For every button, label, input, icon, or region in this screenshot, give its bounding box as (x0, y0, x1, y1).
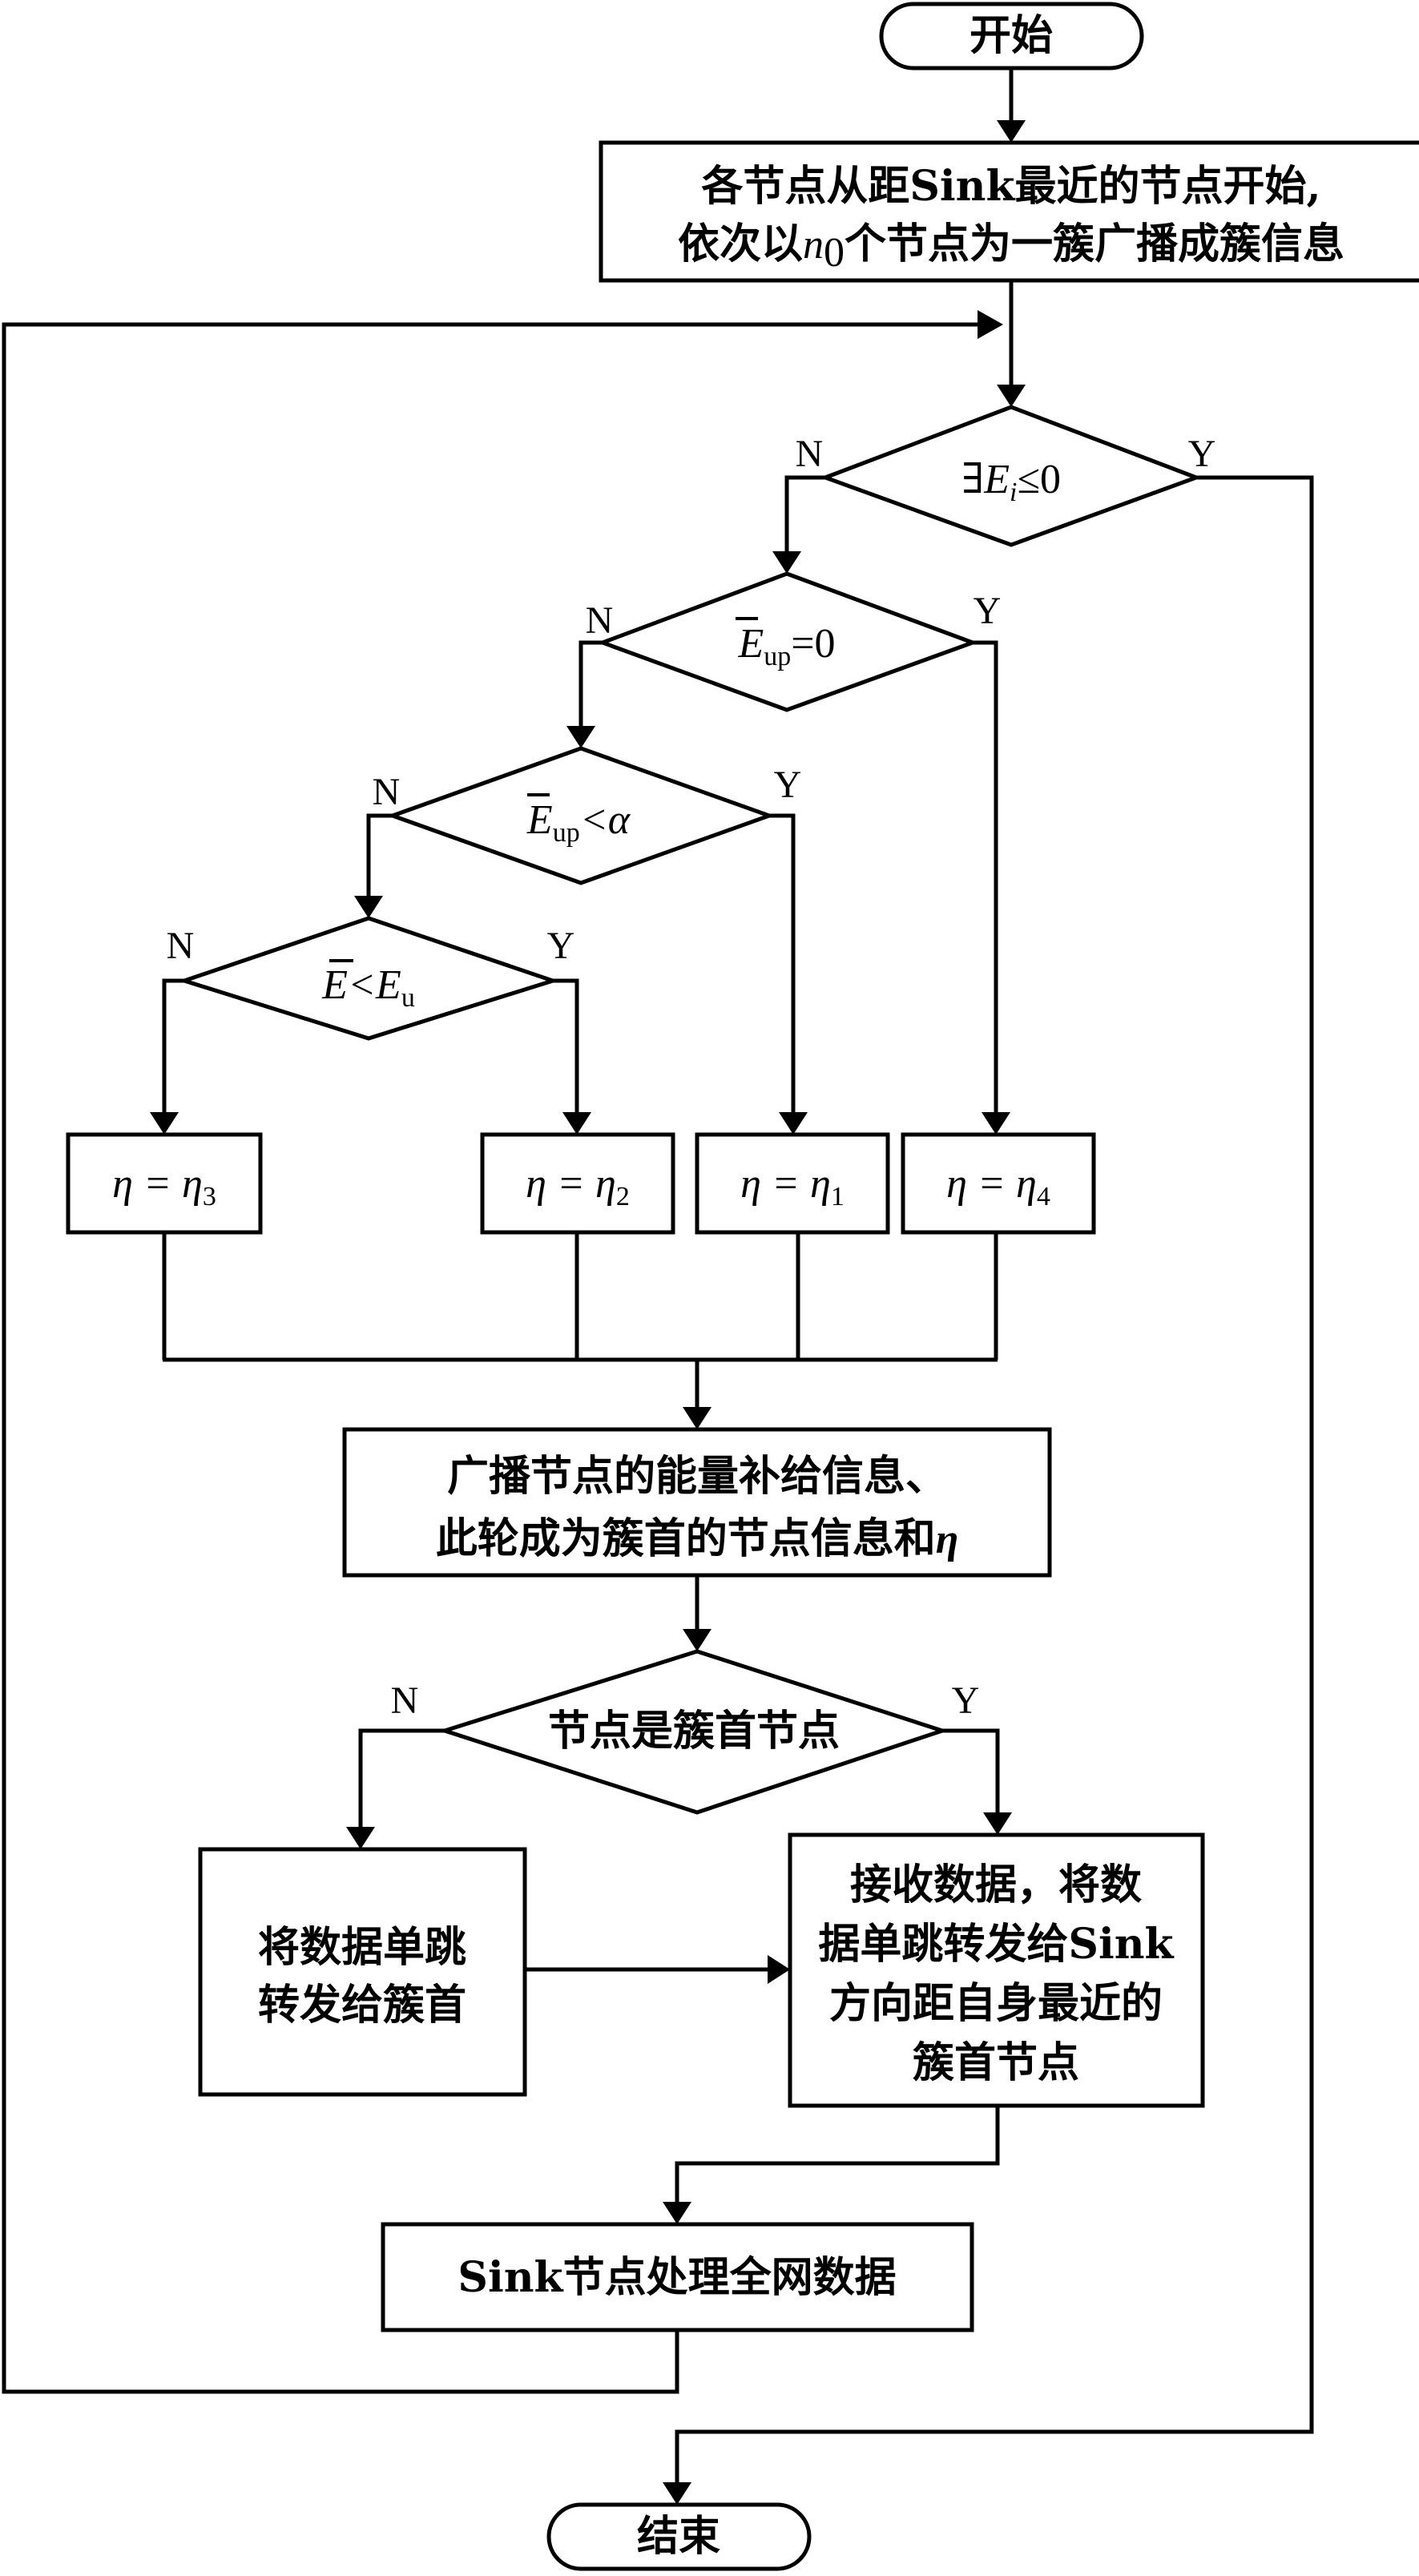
end-label: 结束 (637, 2512, 720, 2561)
eta4-box (901, 1132, 1096, 1235)
arrowhead (150, 1112, 179, 1135)
head-line-3: 方向距自身最近的 (829, 1979, 1163, 2028)
cond5-yes-label: Y (952, 1679, 980, 1722)
eta3-label: η = η3 (112, 1161, 216, 1211)
cond2-yes-label: Y (974, 590, 1002, 632)
cond2-decision (596, 571, 979, 712)
head-line-4: 簇首节点 (913, 2038, 1079, 2087)
member-line-1: 将数据单跳 (258, 1923, 466, 1972)
eta1-label: η = η1 (740, 1161, 845, 1211)
arrowhead (982, 1112, 1010, 1135)
broadcast-process-box (342, 1427, 1052, 1578)
member-process-box (198, 1847, 527, 2097)
cond2-yes-line (973, 640, 998, 1114)
arrowhead (562, 1112, 591, 1135)
arrowhead (997, 120, 1026, 143)
arrowhead (983, 1812, 1012, 1835)
cond3-yes-label: Y (774, 764, 802, 806)
cond1-no-label: N (796, 433, 824, 475)
arrowhead (354, 896, 383, 918)
eta2-label: η = η2 (526, 1161, 630, 1211)
cond5-no-label: N (391, 1679, 419, 1722)
cond2-no-label: N (586, 599, 614, 642)
cond3-yes-line (769, 813, 796, 1114)
end-terminal (546, 2502, 812, 2571)
loop-back-line (2, 322, 986, 2394)
member-line-2: 转发给簇首 (258, 1981, 466, 2030)
arrowhead (978, 310, 1003, 339)
cond1-yes-line (675, 475, 1314, 2490)
arrowhead (566, 726, 595, 748)
init-line-2: 依次以n0个节点为一簇广播成簇信息 (678, 220, 1344, 276)
arrowhead (663, 2482, 691, 2505)
start-label: 开始 (970, 11, 1053, 60)
arrowhead (346, 1827, 375, 1849)
cond1-decision (819, 405, 1203, 547)
cond5-decision (437, 1649, 949, 1815)
sink-process-box (381, 2222, 974, 2332)
arrowhead (683, 1629, 712, 1651)
cond5-label: 节点是簇首节点 (548, 1707, 840, 1756)
cond5-no-line (358, 1728, 445, 1828)
cond4-label: E<Eu (321, 962, 415, 1013)
head-to-sink-line (675, 2106, 1000, 2203)
cond1-label: ∃Ei≤0 (961, 457, 1061, 507)
arrowhead (768, 1955, 790, 1984)
arrowhead (779, 1112, 808, 1135)
cond3-no-line (366, 813, 393, 897)
cond4-decision (177, 916, 560, 1041)
cond1-no-line (784, 475, 825, 553)
init-process-box (599, 140, 1419, 283)
cond3-decision (386, 746, 776, 885)
cond4-no-line (162, 978, 184, 1114)
arrowhead (772, 551, 801, 574)
cond3-no-label: N (373, 771, 401, 813)
head-line-2: 据单跳转发给Sink (818, 1920, 1174, 1969)
cond1-yes-label: Y (1188, 433, 1216, 475)
sink-label: Sink节点处理全网数据 (458, 2253, 896, 2302)
eta4-label: η = η4 (946, 1161, 1050, 1211)
cond4-yes-line (553, 978, 579, 1114)
arrowhead (683, 1407, 712, 1429)
eta1-box (695, 1132, 890, 1235)
arrowhead (663, 2202, 691, 2224)
cond5-yes-line (942, 1728, 1000, 1814)
eta2-box (480, 1132, 675, 1235)
cond3-label: Eup<α (526, 797, 631, 848)
init-line-1: 各节点从距Sink最近的节点开始, (701, 162, 1320, 211)
cond4-yes-label: Y (547, 925, 575, 967)
cond4-no-label: N (167, 925, 195, 967)
arrowhead (997, 385, 1026, 407)
cond2-no-line (578, 640, 603, 728)
head-line-1: 接收数据，将数 (850, 1860, 1142, 1909)
broadcast-line-1: 广播节点的能量补给信息、 (447, 1452, 947, 1501)
cond2-label: Eup=0 (737, 621, 835, 671)
broadcast-line-2: 此轮成为簇首的节点信息和η (436, 1514, 959, 1563)
